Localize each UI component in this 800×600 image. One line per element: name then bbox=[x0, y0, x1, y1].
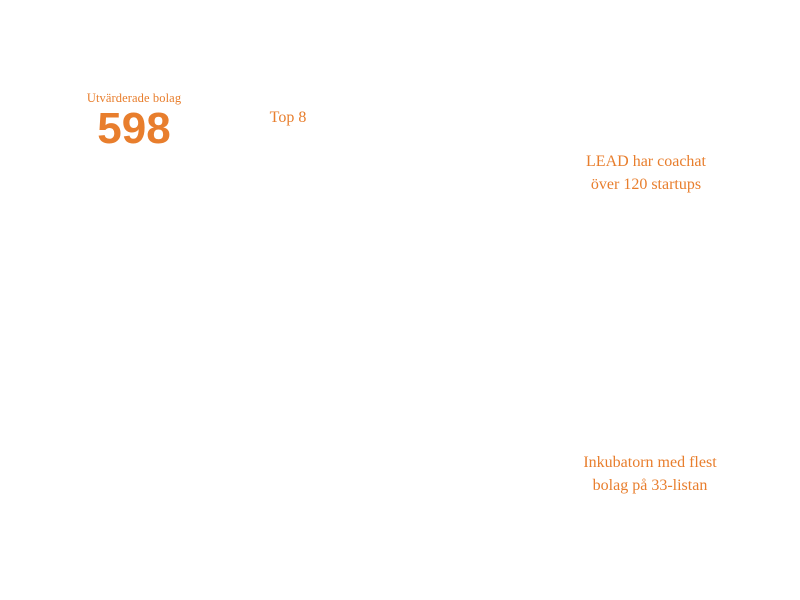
lead-coaching-caption-line-2: över 120 startups bbox=[590, 176, 702, 193]
evaluated-companies-stat: Utvärderade bolag 598 bbox=[66, 89, 202, 152]
evaluated-companies-count: 598 bbox=[97, 104, 171, 153]
lead-coaching-caption: LEAD har coachat över 120 startups bbox=[566, 150, 726, 196]
top-label: Top 8 bbox=[269, 109, 307, 126]
incubator-caption-line-1: Inkubatorn med flest bbox=[583, 454, 717, 471]
evaluated-companies-label: Utvärderade bolag bbox=[86, 91, 182, 105]
lead-coaching-caption-line-1: LEAD har coachat bbox=[586, 153, 706, 170]
incubator-caption: Inkubatorn med flest bolag på 33-listan bbox=[560, 451, 740, 497]
incubator-caption-line-2: bolag på 33-listan bbox=[592, 477, 708, 494]
